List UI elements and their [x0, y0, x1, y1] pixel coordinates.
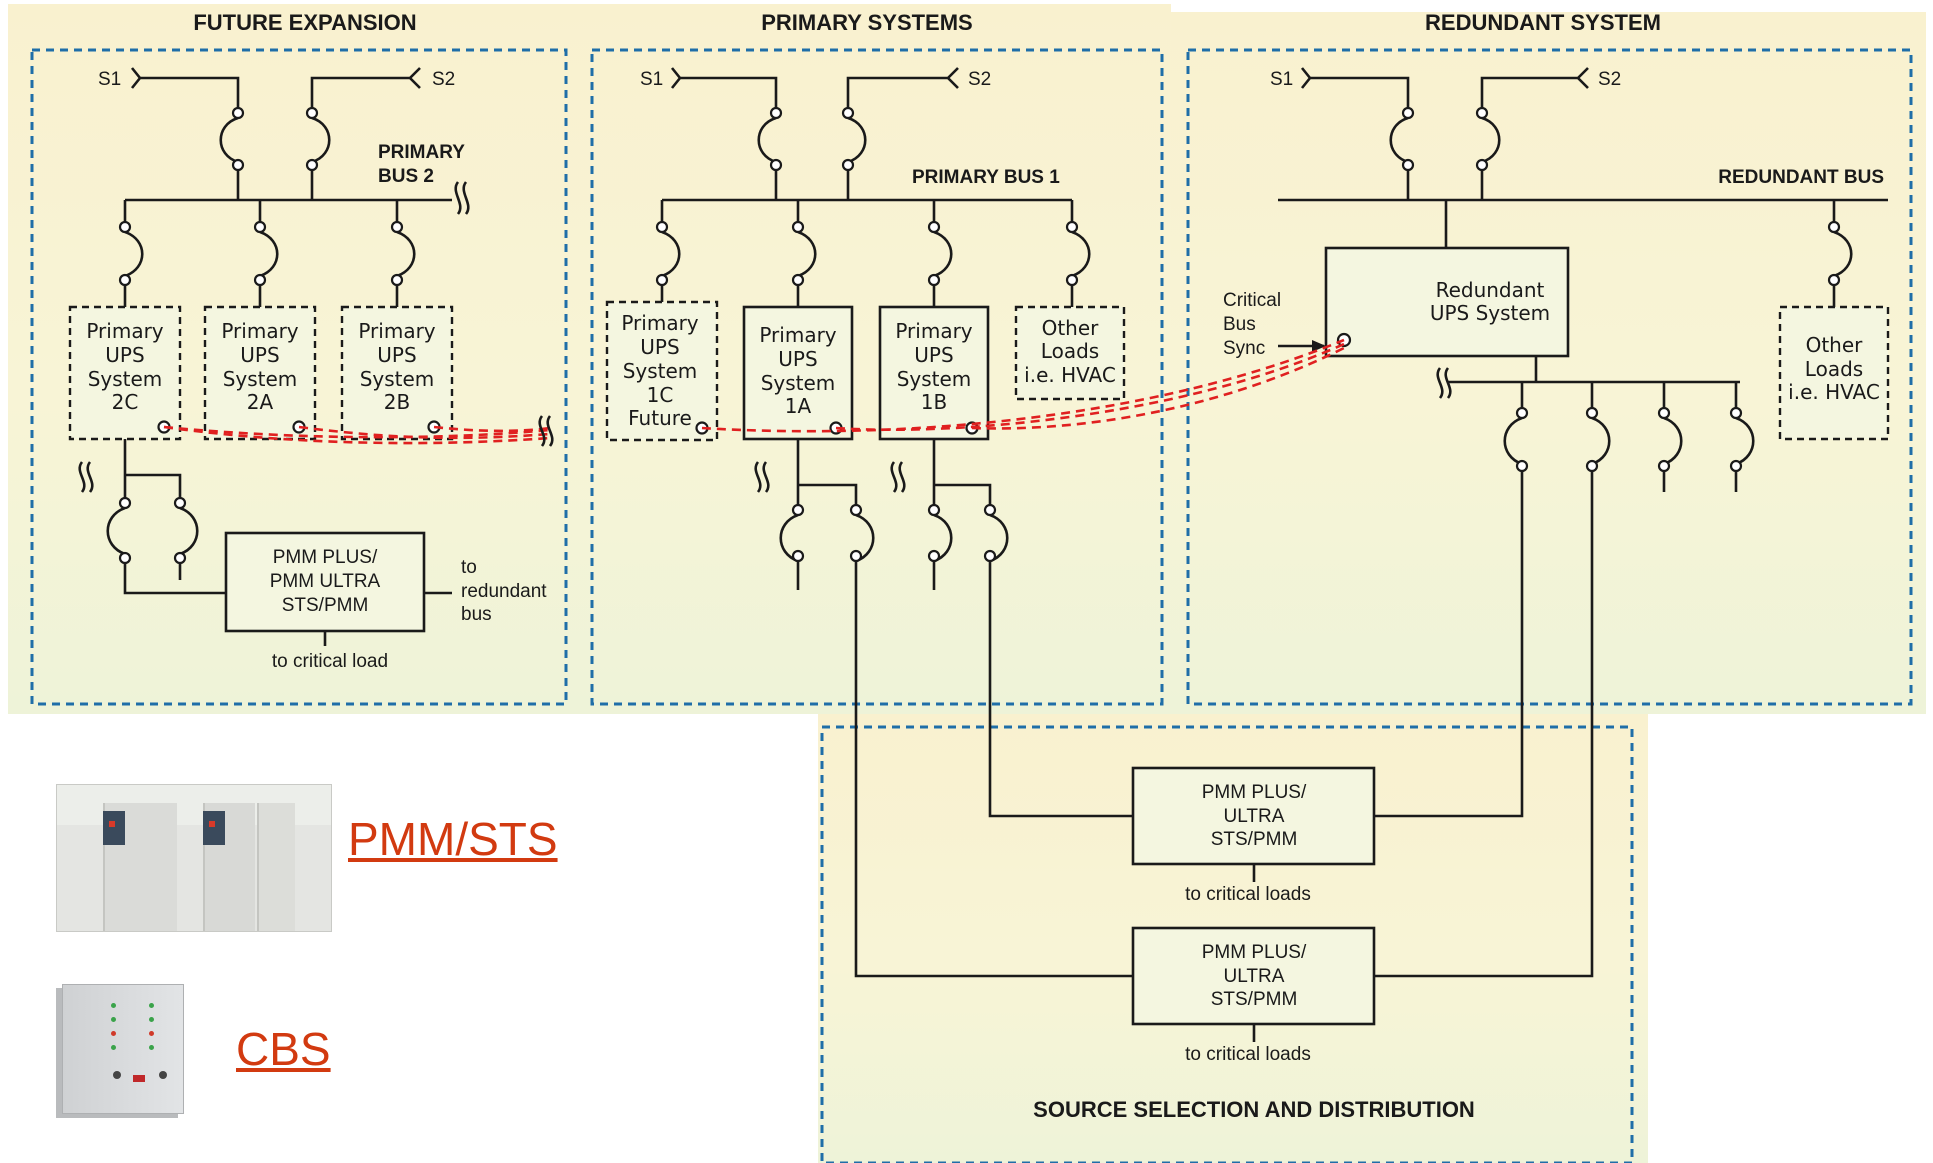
ups-1c-box [605, 300, 719, 442]
primary-bus2-line1: PRIMARY [378, 142, 465, 163]
other-loads-redundant-l2: Loads [1805, 357, 1863, 381]
critical-bus-sync-lines [163, 338, 1345, 447]
ups-1b-l4: 1B [921, 390, 947, 414]
other-loads-redundant-l1: Other [1806, 333, 1864, 357]
ups-1a-l4: 1A [785, 394, 812, 418]
dist-pmm1-box [1131, 766, 1376, 866]
future-expansion-title: FUTURE EXPANSION [193, 10, 416, 35]
ups-1a-box [742, 305, 854, 441]
other-loads-primary-l2: Loads [1041, 339, 1099, 363]
redundant-s2-label: S2 [1598, 69, 1621, 90]
ups-2b-l2: UPS [377, 343, 416, 367]
redundant-ups-l1: Redundant [1436, 278, 1545, 302]
redundant-system-title: REDUNDANT SYSTEM [1425, 10, 1661, 35]
other-loads-redundant-box [1778, 305, 1890, 441]
redundant-system-circuit: S1 S2 REDUNDANT BUS Redundant UPS System… [1223, 67, 1890, 978]
ups-2c-l2: UPS [105, 343, 144, 367]
dist-pmm2-l1: PMM PLUS/ [1202, 942, 1307, 963]
ups-1b-l3: System [897, 367, 972, 391]
to-redundant-l3: bus [461, 604, 492, 625]
future-pmm-l3: STS/PMM [282, 595, 369, 616]
ups-2b-l4: 2B [384, 390, 410, 414]
dist-pmm2-l2: ULTRA [1224, 966, 1285, 987]
ups-2c-l4: 2C [112, 390, 139, 414]
ups-1c-l1: Primary [621, 311, 698, 335]
ups-2a-box [203, 305, 317, 441]
cbs-panel-image [62, 984, 184, 1114]
dist-pmm1-l1: PMM PLUS/ [1202, 782, 1307, 803]
ups-2a-l1: Primary [221, 319, 298, 343]
primary-bus1-label: PRIMARY BUS 1 [912, 167, 1060, 188]
future-pmm-box [224, 531, 426, 633]
distribution-title: SOURCE SELECTION AND DISTRIBUTION [1033, 1097, 1475, 1122]
future-to-critical-load: to critical load [272, 651, 388, 672]
ups-2b-l1: Primary [358, 319, 435, 343]
ups-1c-l2: UPS [640, 335, 679, 359]
ups-1a-l2: UPS [778, 347, 817, 371]
pmm-sts-cabinet-image [56, 784, 332, 932]
ups-2b-box [340, 305, 454, 441]
redundant-ups-l2: UPS System [1430, 301, 1550, 325]
future-pmm-l2: PMM ULTRA [270, 571, 381, 592]
pmm-sts-link[interactable]: PMM/STS [348, 813, 558, 865]
ups-1c-l3: System [623, 359, 698, 383]
future-pmm-l1: PMM PLUS/ [273, 547, 378, 568]
ups-1c-l5: Future [628, 406, 692, 430]
ups-2b-l3: System [360, 367, 435, 391]
primary-systems-zone [590, 48, 1164, 706]
future-expansion-circuit: S1 S2 PRIMARY BUS 2 Primary UPS System 2… [68, 67, 547, 672]
ups-2c-l3: System [88, 367, 163, 391]
ups-2a-l4: 2A [247, 390, 274, 414]
other-loads-redundant-l3: i.e. HVAC [1788, 380, 1880, 404]
distribution-circuit: PMM PLUS/ ULTRA STS/PMM to critical load… [1131, 766, 1376, 1065]
ups-1b-l1: Primary [895, 319, 972, 343]
dist-pmm2-to: to critical loads [1185, 1044, 1311, 1065]
redundant-s1-label: S1 [1270, 69, 1293, 90]
ups-1b-l2: UPS [914, 343, 953, 367]
critical-sync-l1: Critical [1223, 290, 1281, 311]
distribution-zone [820, 725, 1634, 1163]
other-loads-primary-box [1014, 305, 1126, 401]
dist-pmm1-l2: ULTRA [1224, 806, 1285, 827]
ups-2c-box [68, 305, 182, 441]
ups-2a-l3: System [223, 367, 298, 391]
redundant-ups-box [1324, 246, 1570, 358]
primary-systems-title: PRIMARY SYSTEMS [761, 10, 972, 35]
redundant-bus-label: REDUNDANT BUS [1718, 167, 1884, 188]
cbs-link[interactable]: CBS [236, 1023, 331, 1075]
dist-pmm2-l3: STS/PMM [1211, 989, 1298, 1010]
ups-1c-l4: 1C [647, 383, 674, 407]
future-s1-label: S1 [98, 69, 121, 90]
other-loads-primary-l3: i.e. HVAC [1024, 363, 1116, 387]
ups-2a-l2: UPS [240, 343, 279, 367]
ups-1a-l1: Primary [759, 323, 836, 347]
primary-bus2-line2: BUS 2 [378, 166, 434, 187]
dist-pmm1-l3: STS/PMM [1211, 829, 1298, 850]
critical-sync-l3: Sync [1223, 338, 1265, 359]
ups-1b-box [878, 305, 990, 441]
primary-s1-label: S1 [640, 69, 663, 90]
critical-sync-l2: Bus [1223, 314, 1256, 335]
ups-2c-l1: Primary [86, 319, 163, 343]
top-panel-bg [8, 4, 1171, 714]
to-redundant-l2: redundant [461, 581, 547, 602]
to-redundant-l1: to [461, 557, 477, 578]
redundant-system-zone [1186, 48, 1913, 706]
dist-pmm1-to: to critical loads [1185, 884, 1311, 905]
primary-systems-circuit: S1 S2 PRIMARY BUS 1 Primary UPS System 1… [605, 67, 1133, 978]
future-s2-label: S2 [432, 69, 455, 90]
primary-s2-label: S2 [968, 69, 991, 90]
ups-1a-l3: System [761, 371, 836, 395]
future-expansion-zone [30, 48, 568, 706]
other-loads-primary-l1: Other [1042, 316, 1100, 340]
